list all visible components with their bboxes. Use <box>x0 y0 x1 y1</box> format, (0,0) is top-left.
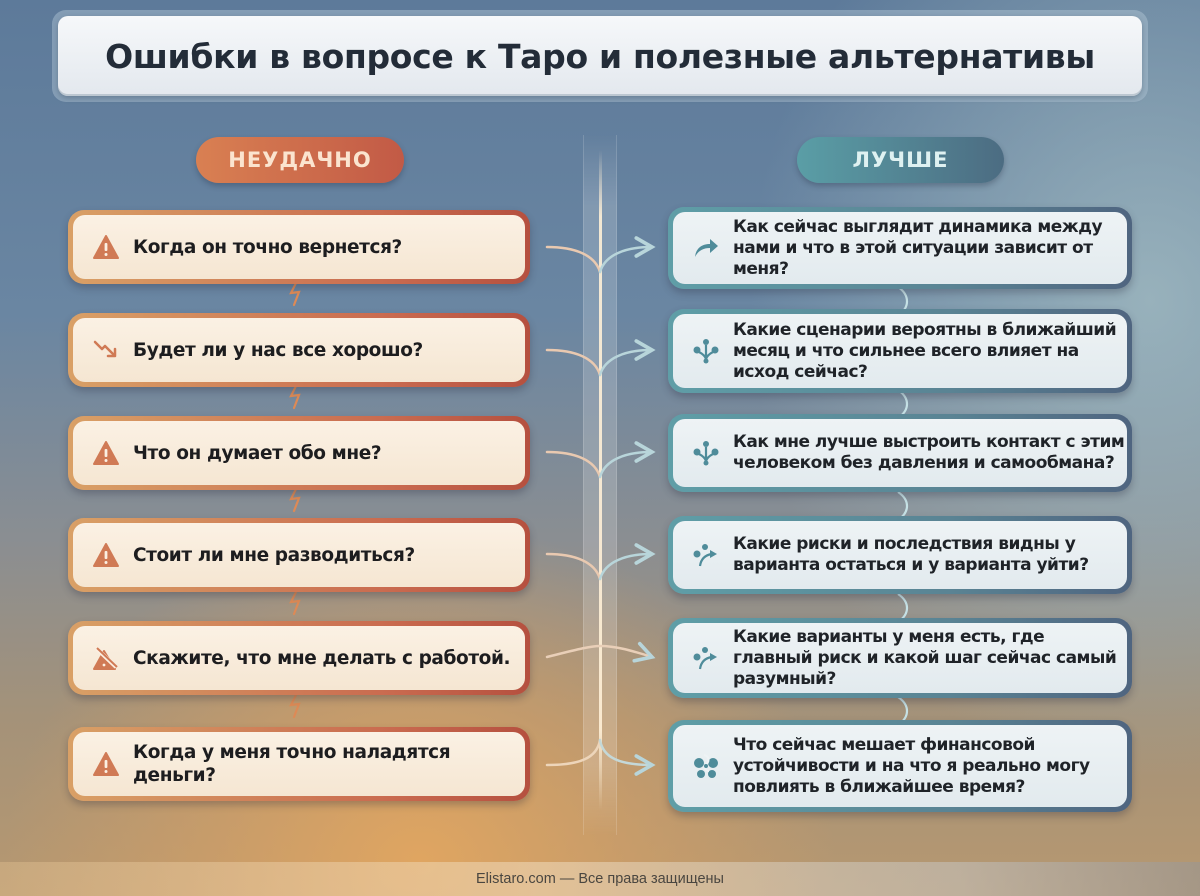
bad-question-card: Стоит ли мне разводиться? <box>68 518 530 592</box>
copyright-text: Elistaro.com — Все права защищены <box>476 871 724 887</box>
bad-question-card: Когда у меня точно наладятся деньги? <box>68 727 530 801</box>
bad-question-text: Стоит ли мне разводиться? <box>133 544 415 566</box>
good-question-card: Как мне лучше выстроить контакт с этим ч… <box>668 414 1132 492</box>
column-label-good: ЛУЧШЕ <box>797 137 1004 183</box>
bad-question-text: Когда у меня точно наладятся деньги? <box>133 742 451 786</box>
bad-question-card: Будет ли у нас все хорошо? <box>68 313 530 387</box>
title-box: Ошибки в вопросе к Таро и полезные альте… <box>58 16 1142 96</box>
swirl-dots-icon <box>691 751 721 781</box>
bad-question-text: Будет ли у нас все хорошо? <box>133 339 423 361</box>
good-question-text: Какие варианты у меня есть, где главный … <box>733 626 1117 689</box>
good-question-text: Какие сценарии вероятны в ближайший меся… <box>733 319 1117 382</box>
dots-arrow-icon <box>691 643 721 673</box>
good-question-card: Что сейчас мешает финансовой устойчивост… <box>668 720 1132 812</box>
bad-question-card: Когда он точно вернется? <box>68 210 530 284</box>
warning-icon <box>91 540 121 570</box>
good-question-card: Какие варианты у меня есть, где главный … <box>668 618 1132 698</box>
curved-arrow-icon <box>691 233 721 263</box>
branching-dots-icon <box>691 336 721 366</box>
center-divider-line <box>599 150 602 810</box>
good-question-text: Как сейчас выглядит динамика между нами … <box>733 216 1103 279</box>
good-question-text: Что сейчас мешает финансовой устойчивост… <box>733 734 1090 797</box>
title-banner: Ошибки в вопросе к Таро и полезные альте… <box>52 10 1148 102</box>
good-question-card: Какие риски и последствия видны у вариан… <box>668 516 1132 594</box>
trend-down-icon <box>91 335 121 365</box>
bad-question-card: Скажите, что мне делать с работой. <box>68 621 530 695</box>
warning-icon <box>91 232 121 262</box>
bad-question-text: Что он думает обо мне? <box>133 442 382 464</box>
bad-question-text: Скажите, что мне делать с работой. <box>133 647 511 669</box>
page-title: Ошибки в вопросе к Таро и полезные альте… <box>105 36 1095 76</box>
warning-icon <box>91 438 121 468</box>
dots-arrow-icon <box>691 540 721 570</box>
good-question-text: Как мне лучше выстроить контакт с этим ч… <box>733 432 1125 473</box>
warning-icon <box>91 749 121 779</box>
branching-dots-icon <box>691 438 721 468</box>
good-question-card: Какие сценарии вероятны в ближайший меся… <box>668 309 1132 393</box>
good-question-card: Как сейчас выглядит динамика между нами … <box>668 207 1132 289</box>
bad-question-text: Когда он точно вернется? <box>133 236 402 258</box>
bad-question-card: Что он думает обо мне? <box>68 416 530 490</box>
footer: Elistaro.com — Все права защищены <box>0 862 1200 896</box>
crossed-warning-icon <box>91 643 121 673</box>
good-question-text: Какие риски и последствия видны у вариан… <box>733 534 1089 575</box>
column-label-bad: НЕУДАЧНО <box>196 137 404 183</box>
